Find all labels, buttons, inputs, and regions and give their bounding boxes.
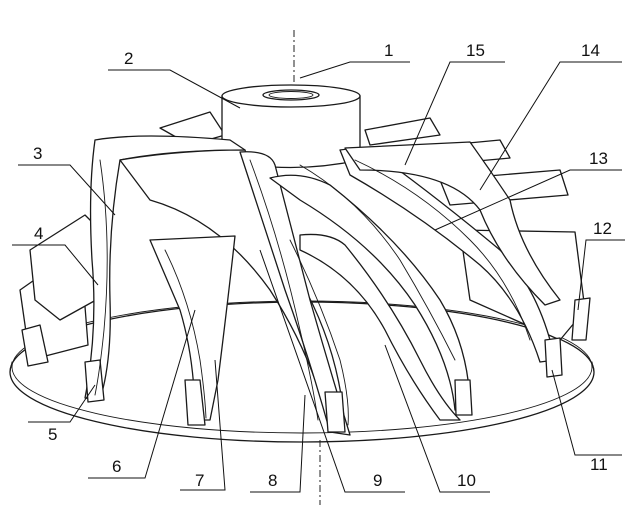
label-6: 6 xyxy=(112,457,121,476)
label-14: 14 xyxy=(581,41,600,60)
label-7: 7 xyxy=(195,471,204,490)
label-12: 12 xyxy=(593,219,612,238)
label-10: 10 xyxy=(457,471,476,490)
label-3: 3 xyxy=(33,144,42,163)
leader-lines xyxy=(12,61,625,493)
label-8: 8 xyxy=(268,471,277,490)
label-15: 15 xyxy=(466,41,485,60)
hub-nose xyxy=(221,84,361,169)
label-13: 13 xyxy=(589,149,608,168)
label-9: 9 xyxy=(373,471,382,490)
blade-contours xyxy=(94,159,531,426)
label-11: 11 xyxy=(590,455,608,474)
label-5: 5 xyxy=(48,425,57,444)
label-2: 2 xyxy=(124,49,133,68)
callout-labels: 1 2 3 4 5 6 7 8 9 10 11 12 13 14 15 xyxy=(33,41,612,490)
label-4: 4 xyxy=(34,224,43,243)
label-1: 1 xyxy=(384,41,393,60)
